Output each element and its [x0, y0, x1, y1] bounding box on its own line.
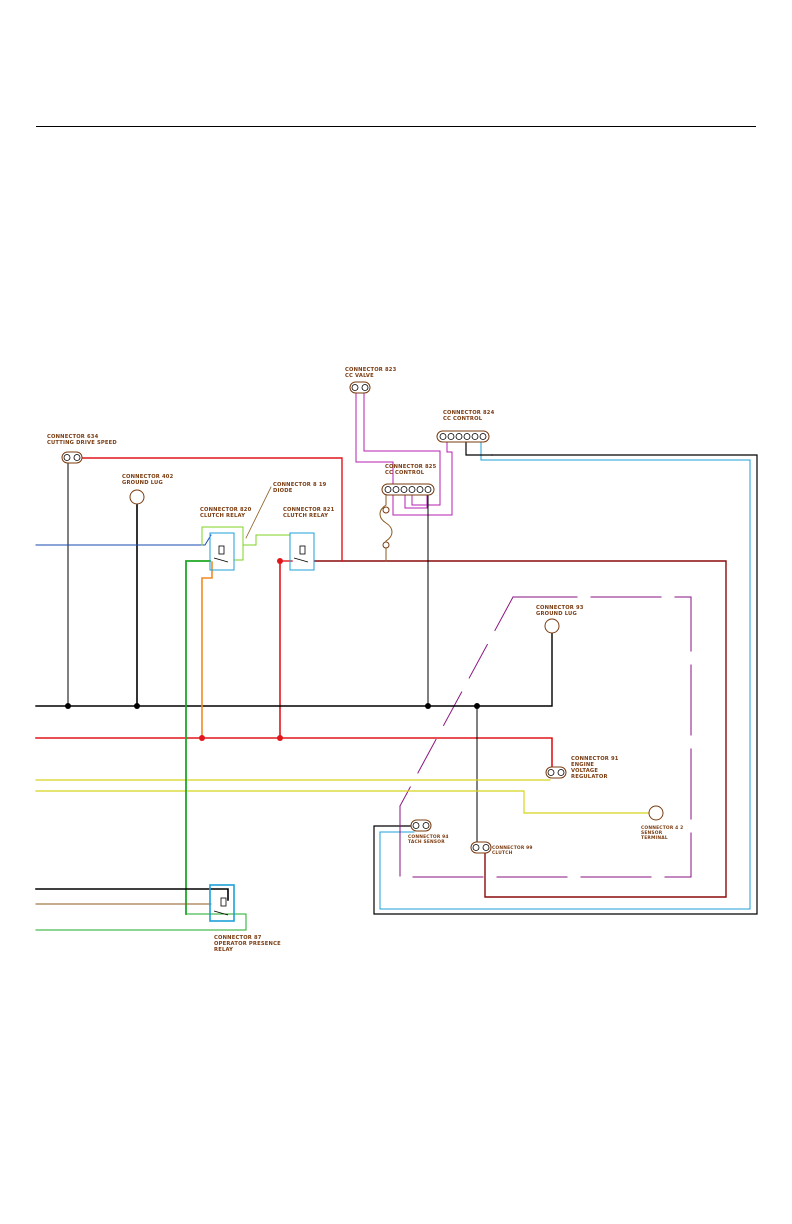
wire-black-outer-loop: [373, 454, 758, 915]
relay-87-box: [209, 884, 235, 922]
wire-black-824: [465, 436, 493, 456]
label-c94-1: CONNECTOR 94: [408, 834, 449, 840]
diode-leader: [245, 486, 272, 539]
label-c4-3: TERMINAL: [641, 835, 668, 841]
wire-lightgreen-821: [242, 534, 291, 546]
label-c823-2: CC VALVE: [345, 373, 374, 379]
label-c821-2: CLUTCH RELAY: [283, 513, 328, 519]
wire-purple-loop: [399, 596, 692, 878]
wire-cyan-loop: [379, 436, 751, 910]
label-c4-1: CONNECTOR 4 2: [641, 825, 683, 831]
relay-821-box: [289, 532, 315, 571]
label-c87-1: CONNECTOR 87: [214, 935, 262, 941]
label-c819-1: CONNECTOR 8 19: [273, 482, 327, 488]
wire-darkred-loop: [314, 560, 727, 898]
wire-yellow-2: [35, 790, 651, 814]
wire-magenta-823b: [363, 387, 441, 506]
label-c820-1: CONNECTOR 820: [200, 507, 252, 513]
wire-blue-820: [35, 534, 212, 546]
label-c93-1: CONNECTOR 93: [536, 605, 584, 611]
wire-purple-diagonal: [399, 596, 514, 807]
label-c824-2: CC CONTROL: [443, 416, 483, 422]
label-c825-1: CONNECTOR 825: [385, 464, 437, 470]
wire-black-93: [35, 632, 553, 707]
label-c87-2: OPERATOR PRESENCE: [214, 941, 281, 947]
label-c91-2: ENGINE: [571, 762, 594, 768]
wire-green-87: [35, 913, 247, 931]
label-c402-2: GROUND LUG: [122, 480, 163, 486]
label-c99-1: CONNECTOR 99: [492, 845, 533, 851]
label-c823-1: CONNECTOR 823: [345, 367, 397, 373]
wire-magenta-823a: [355, 387, 453, 516]
label-c819-2: DIODE: [273, 488, 293, 494]
relay-820-box: [209, 532, 235, 571]
wire-red-main: [35, 737, 553, 773]
wire-lightgreen-diode: [201, 526, 244, 561]
label-c94-2: TACH SENSOR: [408, 839, 445, 845]
label-c91-4: REGULATOR: [571, 774, 608, 780]
label-c99-2: CLUTCH: [492, 850, 513, 856]
wire-brown-fuse: [379, 494, 393, 562]
wire-orange: [201, 561, 213, 739]
label-c820-2: CLUTCH RELAY: [200, 513, 245, 519]
label-c4-2: SENSOR: [641, 830, 663, 836]
wire-black-87: [35, 888, 229, 901]
label-c825-2: CC CONTROL: [385, 470, 425, 476]
label-c821-1: CONNECTOR 821: [283, 507, 335, 513]
label-c91-1: CONNECTOR 91: [571, 756, 619, 762]
label-c634-1: CONNECTOR 634: [47, 434, 99, 440]
label-c824-1: CONNECTOR 824: [443, 410, 495, 416]
label-c634-2: CUTTING DRIVE SPEED: [47, 440, 117, 446]
wire-magenta-825: [404, 489, 428, 509]
label-c402-1: CONNECTOR 402: [122, 474, 174, 480]
page-header-rule: [36, 126, 756, 127]
label-c87-3: RELAY: [214, 947, 233, 953]
label-c93-2: GROUND LUG: [536, 611, 577, 617]
wire-red-634: [75, 457, 343, 562]
wire-green: [185, 560, 211, 915]
label-c91-3: VOLTAGE: [571, 768, 598, 774]
